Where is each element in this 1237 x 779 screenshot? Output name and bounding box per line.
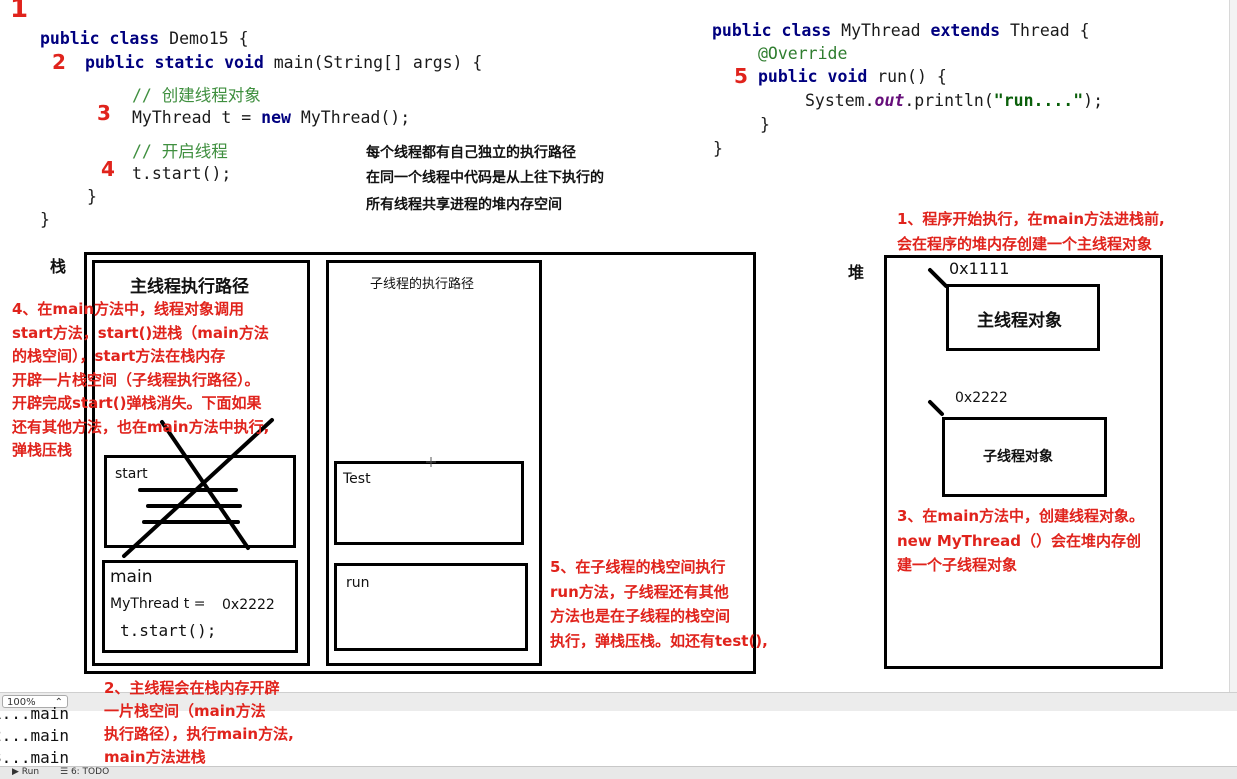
play-icon: ▶ [12, 767, 22, 777]
code-comment-start: // 开启线程 [132, 142, 228, 161]
heap-addr-main: 0x1111 [949, 259, 1010, 278]
tool-window-bar: ▶ Run ☰ 6: TODO [0, 766, 1237, 779]
main-frame-var: MyThread t = [110, 596, 206, 612]
run-tab[interactable]: ▶ Run [12, 767, 40, 777]
main-thread-object-label: 主线程对象 [977, 311, 1062, 331]
child-thread-object-label: 子线程对象 [983, 449, 1053, 465]
code-close-mythread: } [713, 139, 723, 158]
code-close-run: } [760, 115, 770, 134]
code-close-class: } [40, 210, 50, 229]
editor-scrollbar[interactable] [1229, 0, 1237, 710]
main-path-box [92, 260, 310, 666]
pointer-2 [928, 400, 944, 416]
main-frame-box [102, 560, 298, 653]
cross-stroke-a [160, 420, 250, 550]
zoom-select[interactable]: 100% ⌃ [2, 695, 68, 708]
code-line-new: MyThread t = new MyThread(); [132, 108, 411, 127]
zoom-value: 100% [7, 697, 36, 708]
code-line-run: public void run() { [758, 67, 947, 86]
marker-2: 2 [52, 50, 66, 74]
console-line: 2...main [0, 726, 70, 745]
code-line-mythread-class: public class MyThread extends Thread { [712, 21, 1090, 40]
annotation-step-1: 1、程序开始执行，在main方法进栈前,会在程序的堆内存创建一个主线程对象 [897, 210, 1165, 253]
test-frame-label: Test [343, 471, 371, 487]
marker-3: 3 [97, 101, 111, 125]
child-thread-object-box [942, 417, 1107, 497]
note-shared-heap: 所有线程共享进程的堆内存空间 [366, 197, 562, 213]
code-line-main: public static void main(String[] args) { [85, 53, 483, 72]
console-line: 1...main [0, 704, 70, 723]
marker-4: 4 [101, 157, 115, 181]
main-path-title: 主线程执行路径 [130, 277, 249, 297]
main-frame-call: t.start(); [120, 621, 217, 640]
annotation-step-3: 3、在main方法中，创建线程对象。new MyThread（）会在堆内存创建一… [897, 507, 1145, 574]
run-frame-label: run [346, 575, 370, 591]
run-frame-box [334, 563, 528, 651]
code-comment-create: // 创建线程对象 [132, 86, 261, 105]
chevron-updown-icon: ⌃ [54, 697, 63, 708]
main-frame-label: main [110, 567, 153, 587]
code-line-println: System.out.println("run...."); [805, 91, 1104, 110]
heap-memory-box [884, 255, 1163, 669]
marker-5: 5 [734, 64, 748, 88]
code-line-start: t.start(); [132, 164, 232, 183]
main-thread-object-box [946, 284, 1100, 351]
heap-addr-child: 0x2222 [955, 390, 1008, 406]
console-line: 3...main [0, 748, 70, 767]
heap-label: 堆 [848, 263, 865, 282]
todo-tab[interactable]: ☰ 6: TODO [60, 767, 110, 777]
console-output: 1...main 2...main 3...main [0, 703, 69, 769]
stack-label: 栈 [50, 257, 67, 276]
main-frame-addr: 0x2222 [222, 597, 275, 613]
note-independent-path: 每个线程都有自己独立的执行路径 [366, 145, 576, 161]
ide-status-strip [0, 692, 1237, 711]
start-frame-label: start [115, 466, 148, 482]
code-close-method: } [87, 187, 97, 206]
code-annotation-override: @Override [758, 44, 848, 63]
child-path-box [326, 260, 542, 666]
annotation-step-2: 2、主线程会在栈内存开辟一片栈空间（main方法执行路径），执行main方法,m… [104, 679, 294, 766]
stack-memory-box [84, 252, 756, 674]
pointer-1 [928, 268, 948, 288]
child-path-title: 子线程的执行路径 [370, 277, 475, 292]
note-top-down: 在同一个线程中代码是从上往下执行的 [366, 170, 604, 186]
list-icon: ☰ [60, 767, 71, 777]
start-frame-box [104, 455, 296, 548]
code-line-class: public class Demo15 { [40, 29, 249, 48]
marker-1: 1 [10, 0, 29, 24]
